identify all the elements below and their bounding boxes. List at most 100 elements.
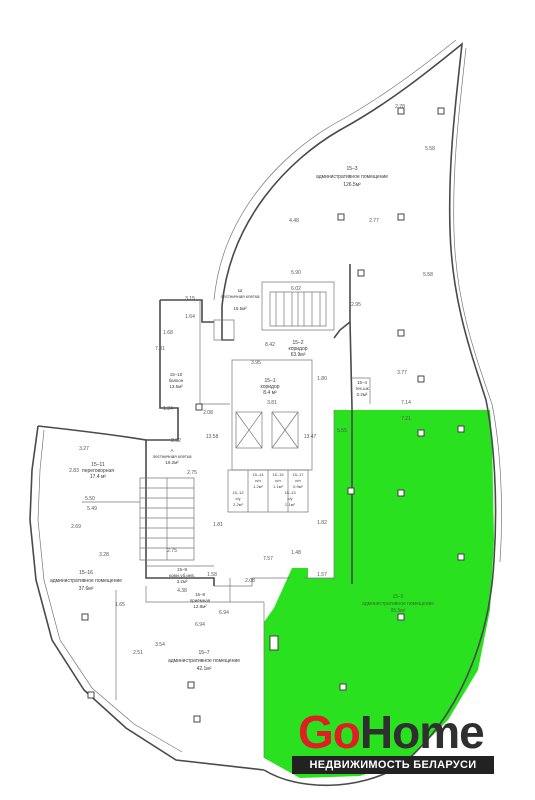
dim-label: 3.28 (99, 552, 109, 558)
room-15-11-name: переговорная (82, 468, 114, 474)
dim-label: 7.01 (155, 346, 165, 352)
room-15-15-area: 1.1м² (273, 484, 283, 489)
room-15-1-area: 8.4 м² (263, 390, 277, 396)
dim-label: 2.92 (171, 438, 181, 444)
room-15-14-num: 15–14 (252, 472, 264, 477)
dim-label: 8.42 (265, 342, 275, 348)
dim-label: 2.77 (369, 218, 379, 224)
room-15-17-name: п/п (295, 478, 300, 483)
dim-label: 3.15 (185, 296, 195, 302)
logo-wordmark: GoHome (298, 706, 485, 758)
room-15-4-name: тех.шк (355, 386, 369, 391)
dim-label: 1.34 (163, 406, 173, 412)
room-15-10-area: 13.5м² (169, 384, 183, 389)
dim-label: 2.08 (203, 410, 213, 416)
dim-label: 2.51 (133, 650, 143, 656)
room-15-10-name: балкон (169, 378, 184, 383)
dim-label: 2.83 (69, 468, 79, 474)
room-15-3-name: административное помещение (316, 174, 388, 180)
room-15-13-num: 15–13 (284, 490, 296, 495)
dim-label: 1.82 (317, 520, 327, 526)
room-15-3-num: 15–3 (346, 166, 357, 172)
room-15-5-area: 95.5м² (391, 608, 406, 614)
room-15-17-area: 0.9м² (293, 484, 303, 489)
room-15-2-area: 63.9м² (291, 352, 306, 358)
stair-b (139, 477, 195, 561)
dim-label: 4.38 (177, 588, 187, 594)
gohome-logo[interactable]: GoHome НЕДВИЖИМОСТЬ БЕЛАРУСИ (292, 706, 494, 774)
room-b-area: 15.5м² (233, 306, 247, 311)
room-15-7-num: 15–7 (198, 650, 209, 656)
dim-label: 2.75 (167, 548, 177, 554)
room-15-9-area: 3.2м² (177, 579, 188, 584)
room-15-15-name: п/п (275, 478, 280, 483)
room-15-5-num: 15–5 (392, 594, 403, 600)
dimension-labels: 2.78 5.58 4.48 2.77 5.90 5.58 6.02 3.15 … (69, 104, 435, 656)
dim-label: 2.78 (395, 104, 405, 110)
room-15-5-name: административное помещение (362, 601, 434, 607)
room-15-12-num: 15–12 (232, 490, 244, 495)
dim-label: 5.50 (85, 496, 95, 502)
dim-label: 1.80 (317, 376, 327, 382)
room-15-11-area: 17.4 м² (90, 474, 107, 480)
dim-label: 3.81 (267, 400, 277, 406)
dim-label: 3.54 (155, 642, 165, 648)
dim-label: 3.27 (79, 446, 89, 452)
room-15-9-num: 15–9 (177, 567, 188, 572)
dim-label: 5.58 (423, 272, 433, 278)
dim-label: 3.95 (251, 360, 261, 366)
dim-label: 1.48 (291, 550, 301, 556)
room-15-8-name: приёмная (190, 598, 211, 603)
room-15-17-num: 15–17 (292, 472, 304, 477)
room-15-14-area: 1.2м² (253, 484, 263, 489)
dim-label: 1.64 (185, 314, 195, 320)
room-15-9-name: комн.уб.инв. (169, 573, 195, 578)
dim-label: 1.81 (213, 522, 223, 528)
dim-label: 5.49 (87, 506, 97, 512)
room-15-12-area: 2.2м² (233, 502, 243, 507)
room-15-2-name: коридор (288, 346, 307, 352)
dim-label: 2.08 (245, 578, 255, 584)
room-labels: 15–3 административное помещение 126.5м² … (50, 166, 434, 672)
dim-label: 5.90 (291, 270, 301, 276)
room-a-name: лестничная клетка (152, 454, 192, 459)
dim-label: 7.57 (263, 556, 273, 562)
dim-label: 5.58 (425, 146, 435, 152)
dim-label: 13.47 (304, 434, 317, 440)
room-b-num: Ш (238, 288, 242, 293)
room-15-15-num: 15–15 (272, 472, 284, 477)
dim-label: 2.69 (71, 524, 81, 530)
dim-label: 3.77 (397, 370, 407, 376)
room-15-16-name: административное помещение (50, 578, 122, 584)
elevator-shafts (235, 411, 299, 449)
dim-label: 2.95 (351, 302, 361, 308)
dim-label: 1.65 (115, 602, 125, 608)
room-15-7-name: административное помещение (168, 658, 240, 664)
room-15-16-num: 15–16 (79, 570, 93, 576)
room-15-2-num: 15–2 (292, 340, 303, 346)
dim-label: 4.48 (289, 218, 299, 224)
dim-label: 5.55 (337, 428, 347, 434)
room-15-1-num: 15–1 (264, 378, 275, 384)
room-15-12-name: с/у (235, 496, 240, 501)
logo-home: Home (359, 706, 485, 758)
dim-label: 1.57 (317, 572, 327, 578)
dim-label: 1.58 (207, 572, 217, 578)
room-b-name: лестничная клетка (220, 294, 260, 299)
room-15-13-name: с/у (287, 496, 292, 501)
room-15-10-num: 15–10 (170, 372, 183, 377)
logo-go: Go (298, 706, 361, 758)
stair-a (269, 291, 327, 327)
dim-label: 6.94 (219, 610, 229, 616)
room-15-1-name: коридор (260, 384, 279, 390)
dim-label: 6.02 (291, 286, 301, 292)
dim-label: 6.94 (195, 622, 205, 628)
room-15-8-area: 12.8м² (193, 604, 207, 609)
room-a-area: 19.2м² (165, 460, 179, 465)
room-15-4-area: 0.2м² (357, 392, 368, 397)
highlighted-unit[interactable] (264, 410, 494, 778)
dim-label: 7.14 (401, 400, 411, 406)
columns (81, 107, 465, 723)
logo-subtitle: НЕДВИЖИМОСТЬ БЕЛАРУСИ (292, 756, 494, 774)
